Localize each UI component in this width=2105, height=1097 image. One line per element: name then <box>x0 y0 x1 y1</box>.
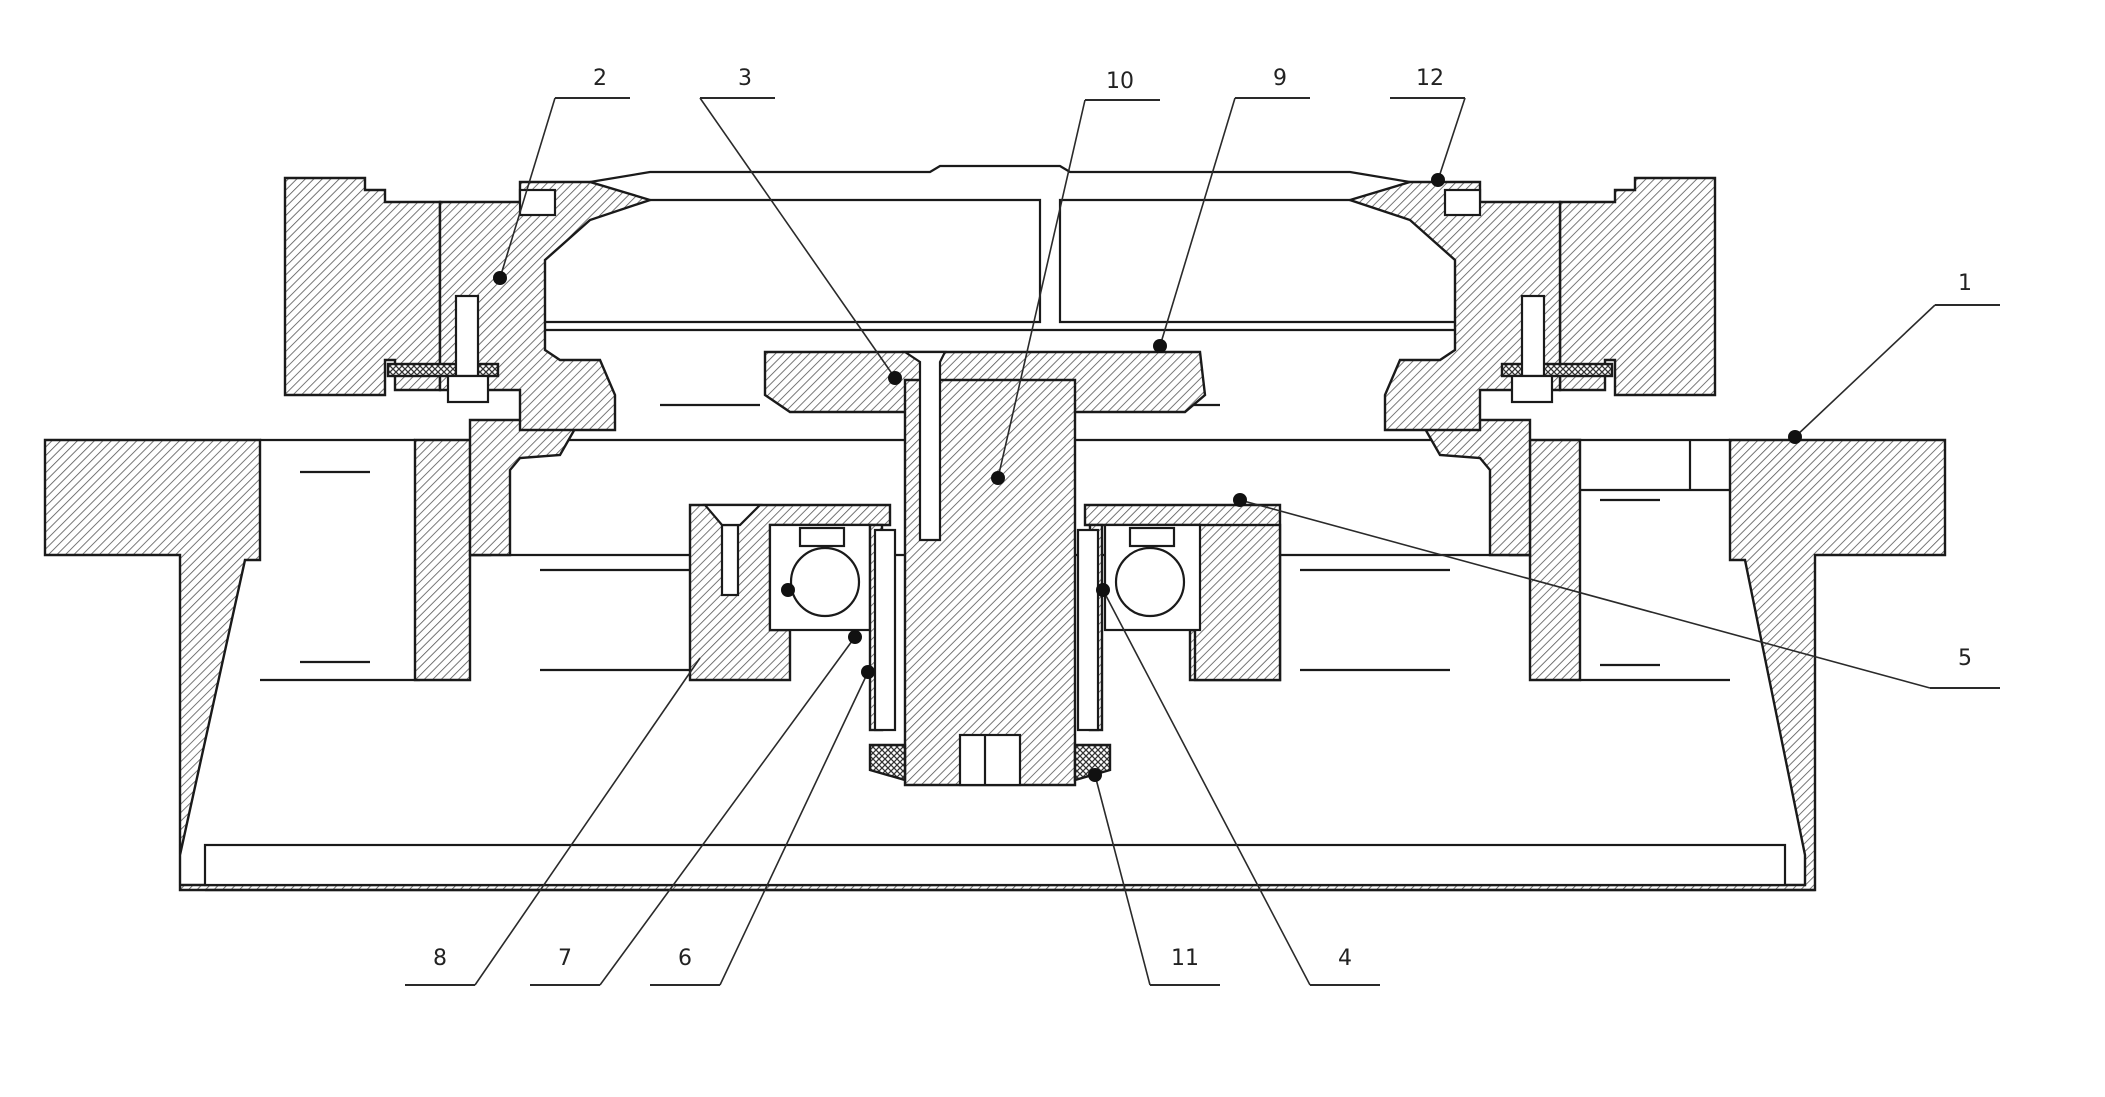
label-2: 2 <box>593 66 607 91</box>
label-1: 1 <box>1958 271 1972 296</box>
label-5: 5 <box>1958 646 1972 671</box>
label-9: 9 <box>1273 66 1287 91</box>
label-8: 8 <box>433 946 447 971</box>
label-11: 11 <box>1171 946 1199 971</box>
label-7: 7 <box>558 946 572 971</box>
label-12: 12 <box>1416 66 1444 91</box>
label-4: 4 <box>1338 946 1352 971</box>
clamp-ring-left <box>285 178 650 430</box>
label-6: 6 <box>678 946 692 971</box>
bearing-housing-left <box>690 505 905 780</box>
label-10: 10 <box>1106 69 1134 94</box>
label-3: 3 <box>738 66 752 91</box>
bearing-housing-right <box>1075 505 1280 780</box>
workpiece-wheel <box>545 166 1455 330</box>
clamp-ring-right <box>1350 178 1715 430</box>
